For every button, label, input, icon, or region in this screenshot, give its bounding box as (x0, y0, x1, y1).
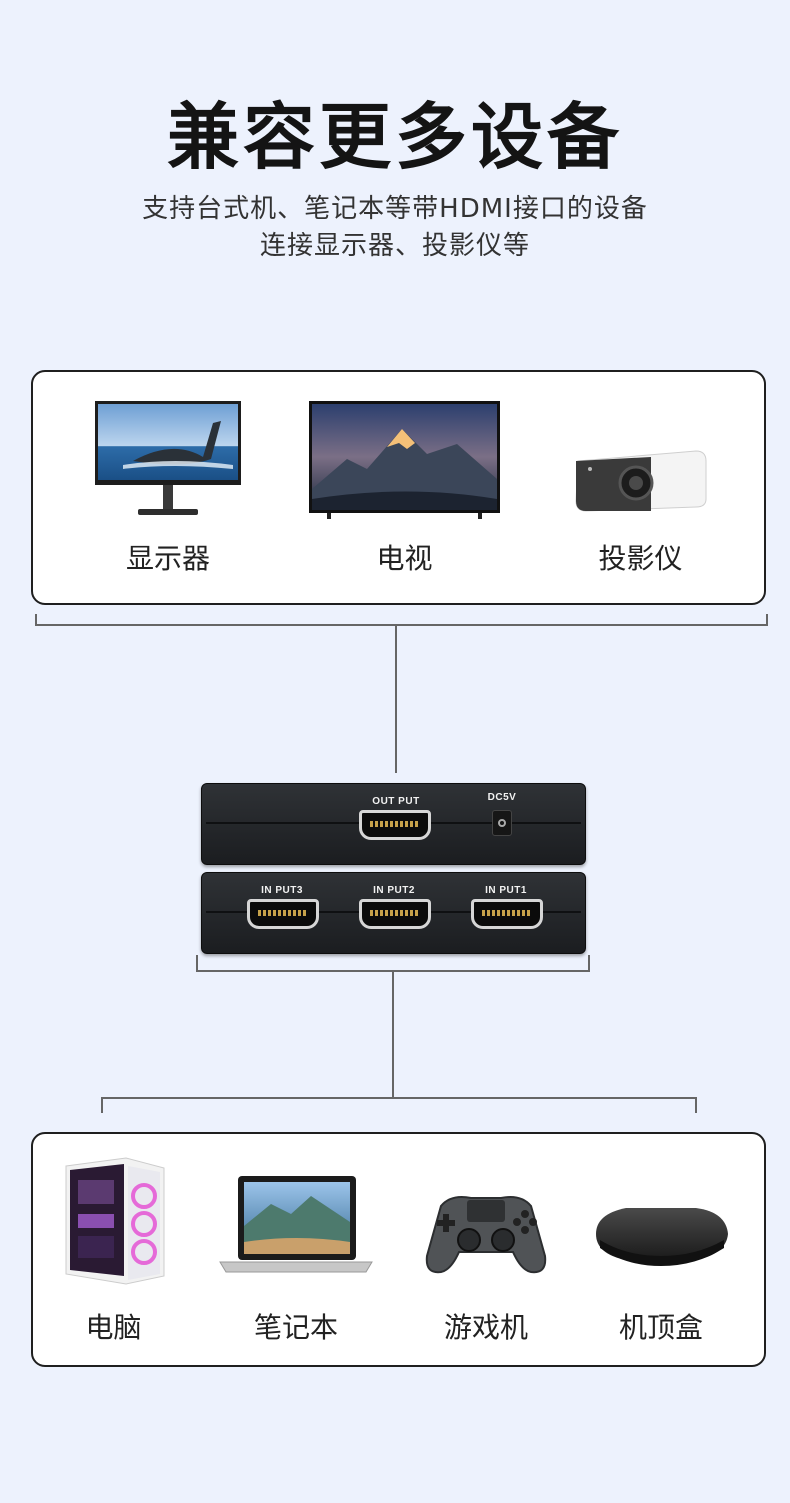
laptop-icon (219, 1176, 373, 1273)
subtitle-line-2: 连接显示器、投影仪等 (259, 231, 530, 261)
output-device-label: 投影仪 (598, 542, 683, 575)
dc-power-jack[interactable] (492, 810, 512, 836)
output-bracket-left-tick (35, 614, 37, 626)
tv-icon (309, 401, 500, 519)
input-device-gamepad: 游戏机 (416, 1156, 556, 1356)
output-device-projector: 投影仪 (558, 397, 723, 587)
hdmi-input-port-2[interactable] (359, 899, 431, 929)
input-connector-line (392, 971, 394, 1098)
hdmi-input-port-3[interactable] (247, 899, 319, 929)
output-port-label: OUT PUT (372, 796, 420, 807)
input-device-label: 游戏机 (443, 1311, 528, 1344)
input-bracket-right-tick (695, 1097, 697, 1113)
input-device-pc: 电脑 (51, 1156, 176, 1356)
monitor-icon (95, 401, 241, 515)
input-device-label: 笔记本 (253, 1311, 338, 1344)
output-device-label: 电视 (376, 542, 433, 575)
input-device-laptop: 笔记本 (216, 1156, 376, 1356)
output-device-tv: 电视 (307, 397, 502, 587)
output-bracket-right-tick (766, 614, 768, 626)
switch-bracket-right-tick (588, 955, 590, 971)
gamepad-icon (425, 1196, 547, 1274)
input-device-set-top-box: 机顶盒 (586, 1156, 736, 1356)
input-port-label: IN PUT3 (261, 885, 303, 896)
page-title: 兼容更多设备 (166, 95, 623, 179)
input-devices-panel: 电脑 笔记本 (31, 1132, 766, 1367)
input-port-label: IN PUT2 (373, 885, 415, 896)
hdmi-switch-front: IN PUT3 IN PUT2 IN PUT1 (201, 872, 586, 954)
input-bracket-left-tick (101, 1097, 103, 1113)
output-device-label: 显示器 (125, 542, 210, 575)
dc-jack-hole (498, 819, 506, 827)
power-port-label: DC5V (487, 792, 517, 803)
hdmi-switch-back: OUT PUT DC5V (201, 783, 586, 865)
input-port-label: IN PUT1 (485, 885, 527, 896)
output-device-monitor: 显示器 (88, 397, 248, 587)
pc-tower-icon (65, 1157, 165, 1285)
hdmi-input-port-1[interactable] (471, 899, 543, 929)
input-device-label: 电脑 (85, 1311, 142, 1344)
switch-bracket-left-tick (196, 955, 198, 971)
output-devices-panel: 显示器 电视 (31, 370, 766, 605)
hdmi-output-port[interactable] (359, 810, 431, 840)
set-top-box-icon (596, 1208, 728, 1266)
output-bracket (35, 624, 768, 626)
subtitle-line-1: 支持台式机、笔记本等带HDMI接口的设备 (142, 194, 648, 224)
projector-icon (575, 450, 707, 512)
input-device-label: 机顶盒 (618, 1311, 703, 1344)
output-connector-line (395, 625, 397, 773)
input-bracket (101, 1097, 697, 1099)
